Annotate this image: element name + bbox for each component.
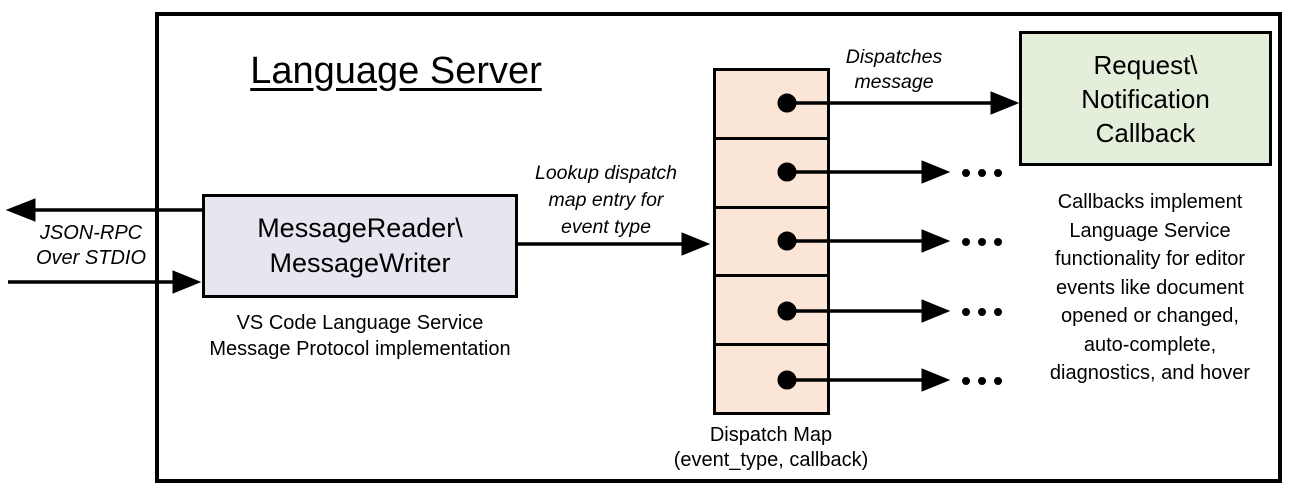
lookup-dispatch-label: Lookup dispatch map entry for event type xyxy=(510,160,702,241)
dispatch-map-slot xyxy=(716,277,827,347)
message-reader-writer-box: MessageReader\ MessageWriter xyxy=(202,194,518,298)
dispatch-map-table xyxy=(713,68,830,415)
note-line: opened or changed, xyxy=(1061,305,1239,327)
callback-box-line3: Callback xyxy=(1095,117,1196,148)
callback-box-line2: Notification xyxy=(1081,83,1210,114)
dispatch-map-label-line1: Dispatch Map xyxy=(709,424,833,446)
dispatch-map-slot xyxy=(716,140,827,209)
dispatch-map-slot xyxy=(716,346,827,412)
dispatch-map-slot xyxy=(716,209,827,278)
json-rpc-label-line2: Over STDIO xyxy=(35,247,146,269)
reader-box-line1: MessageReader\ xyxy=(257,213,463,243)
reader-caption-line2: Message Protocol implementation xyxy=(209,338,511,360)
lookup-label-line2: map entry for xyxy=(548,189,664,211)
lookup-label-line1: Lookup dispatch xyxy=(534,162,678,184)
reader-box-caption: VS Code Language Service Message Protoco… xyxy=(168,310,552,362)
dispatch-map-label: Dispatch Map (event_type, callback) xyxy=(646,423,896,473)
language-server-boundary xyxy=(155,12,1282,483)
note-line: diagnostics, and hover xyxy=(1049,362,1251,384)
note-line: functionality for editor xyxy=(1054,248,1246,270)
callback-box-line1: Request\ xyxy=(1093,49,1198,80)
reader-box-line2: MessageWriter xyxy=(269,248,451,278)
request-notification-callback-box: Request\ Notification Callback xyxy=(1019,31,1272,166)
reader-caption-line1: VS Code Language Service xyxy=(236,312,484,334)
lookup-label-line3: event type xyxy=(561,216,651,238)
dispatches-label-line1: Dispatches xyxy=(845,46,943,68)
note-line: events like document xyxy=(1056,276,1244,299)
callbacks-note: Callbacks implement Language Service fun… xyxy=(1014,188,1286,388)
note-line: Language Service xyxy=(1069,219,1231,242)
note-line: Callbacks implement xyxy=(1057,191,1243,213)
json-rpc-label-line1: JSON-RPC xyxy=(39,222,143,244)
diagram-title: Language Server xyxy=(250,50,542,92)
dispatches-label-line2: message xyxy=(854,71,934,93)
dispatch-map-slot xyxy=(716,71,827,140)
dispatch-map-label-line2: (event_type, callback) xyxy=(673,449,869,471)
dispatches-message-label: Dispatches message xyxy=(830,45,958,95)
note-line: auto-complete, xyxy=(1083,333,1217,356)
json-rpc-label: JSON-RPC Over STDIO xyxy=(16,221,166,271)
